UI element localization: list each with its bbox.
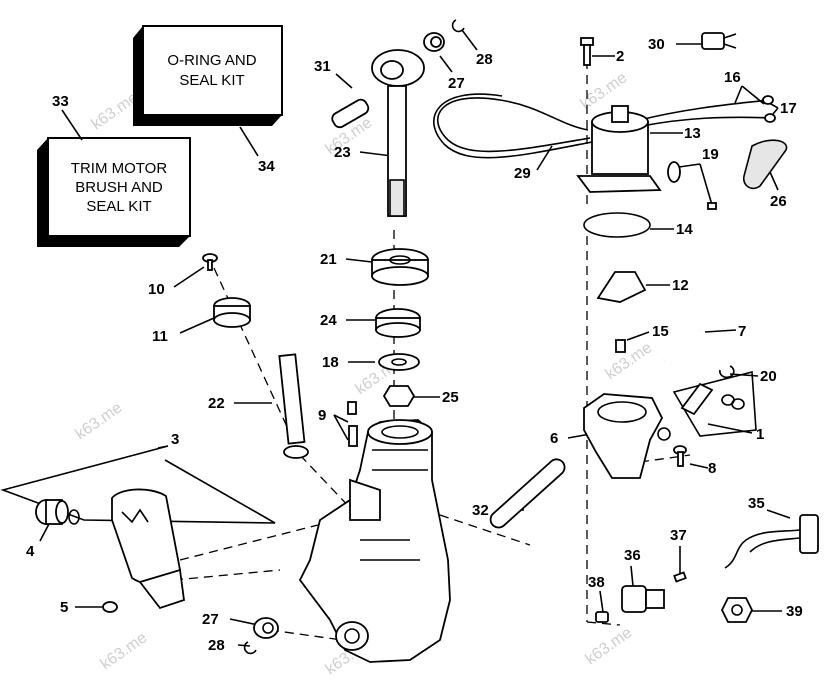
bolt-7 <box>663 328 701 362</box>
clip-28-bottom <box>243 641 257 655</box>
callout-22: 22 <box>208 395 225 412</box>
screw-2 <box>580 37 594 66</box>
callout-12: 12 <box>672 277 689 294</box>
cap-21 <box>371 248 429 286</box>
callout-1: 1 <box>756 426 764 443</box>
callout-39: 39 <box>786 603 803 620</box>
cylinder-housing <box>298 419 451 663</box>
callout-16: 16 <box>724 69 741 86</box>
callout-33: 33 <box>52 93 69 110</box>
clip-28-top <box>451 19 465 33</box>
trim-rod-23 <box>371 49 425 217</box>
oring-seal-kit-box: O-RING AND SEAL KIT <box>133 25 283 126</box>
watermark: k63.me <box>73 399 126 443</box>
brush-kit-line2: BRUSH AND <box>75 179 163 196</box>
nut-25 <box>382 385 416 407</box>
bushing-27-bottom <box>253 617 279 639</box>
watermark: k63.me <box>583 624 636 668</box>
callout-19: 19 <box>702 146 719 163</box>
oring-14 <box>583 212 651 238</box>
screw-15 <box>615 339 626 353</box>
ring-20 <box>719 365 735 379</box>
sender-35 <box>724 514 819 569</box>
oring-kit-line1: O-RING AND <box>167 52 256 69</box>
valve-body-6 <box>583 393 671 479</box>
pin-31 <box>331 98 370 129</box>
callout-15: 15 <box>652 323 669 340</box>
callout-29: 29 <box>514 165 531 182</box>
callout-34: 34 <box>258 158 275 175</box>
callout-25: 25 <box>442 389 459 406</box>
callout-24: 24 <box>320 312 337 329</box>
valve-38 <box>595 611 609 623</box>
callout-27-lower: 27 <box>202 611 219 628</box>
piston-24 <box>375 308 421 338</box>
plug-11 <box>213 297 251 328</box>
harness-29 <box>437 97 591 153</box>
washer-18 <box>378 353 420 371</box>
callout-14: 14 <box>676 221 693 238</box>
callout-6: 6 <box>550 430 558 447</box>
screw-8 <box>673 445 687 467</box>
callout-30: 30 <box>648 36 665 53</box>
callout-17: 17 <box>780 100 797 117</box>
callout-23: 23 <box>334 144 351 161</box>
trim-motor-kit-box: TRIM MOTOR BRUSH AND SEAL KIT <box>37 137 191 247</box>
callout-3: 3 <box>171 431 179 448</box>
reservoir-3 <box>111 488 185 610</box>
callout-31: 31 <box>314 58 331 75</box>
brush-kit-line3: SEAL KIT <box>86 198 151 215</box>
callout-21: 21 <box>320 251 337 268</box>
trim-motor-13 <box>576 105 662 193</box>
parts <box>35 19 819 663</box>
brush-kit-line1: TRIM MOTOR <box>71 160 168 177</box>
screw-5 <box>102 601 118 613</box>
watermark: k63.me <box>603 339 656 383</box>
screw-37 <box>673 571 687 583</box>
callout-10: 10 <box>148 281 165 298</box>
cover-12 <box>596 271 647 303</box>
callout-32: 32 <box>472 502 489 519</box>
connector-36 <box>621 585 665 613</box>
callout-labels: 1 2 3 4 5 6 7 8 9 10 11 12 13 14 15 16 1… <box>26 36 803 654</box>
callout-5: 5 <box>60 599 68 616</box>
callout-27: 27 <box>448 75 465 92</box>
screw-10 <box>202 253 218 271</box>
terminals-16 <box>762 95 776 123</box>
sleeve-26 <box>742 139 788 190</box>
bushing-4 <box>35 499 80 525</box>
callout-28-lower: 28 <box>208 637 225 654</box>
callout-9: 9 <box>318 407 326 424</box>
callout-13: 13 <box>684 125 701 142</box>
callout-37: 37 <box>670 527 687 544</box>
watermark: k63.me <box>98 629 151 673</box>
callout-26: 26 <box>770 193 787 210</box>
nut-39 <box>720 597 754 623</box>
fitting-9 <box>347 401 358 447</box>
callout-28: 28 <box>476 51 493 68</box>
callout-18: 18 <box>322 354 339 371</box>
clamp-19 <box>667 161 717 210</box>
connector-30 <box>701 32 737 50</box>
callout-36: 36 <box>624 547 641 564</box>
callout-8: 8 <box>708 460 716 477</box>
callout-11: 11 <box>152 328 168 345</box>
callout-7: 7 <box>738 323 746 340</box>
oring-kit-line2: SEAL KIT <box>179 72 244 89</box>
valve-1 <box>672 370 757 437</box>
tube-22 <box>278 353 309 459</box>
callout-20: 20 <box>760 368 777 385</box>
callout-4: 4 <box>26 543 35 560</box>
rod-32 <box>489 458 566 529</box>
bushing-27-top <box>423 32 445 52</box>
callout-35: 35 <box>748 495 765 512</box>
callout-38: 38 <box>588 574 605 591</box>
callout-2: 2 <box>616 48 624 65</box>
